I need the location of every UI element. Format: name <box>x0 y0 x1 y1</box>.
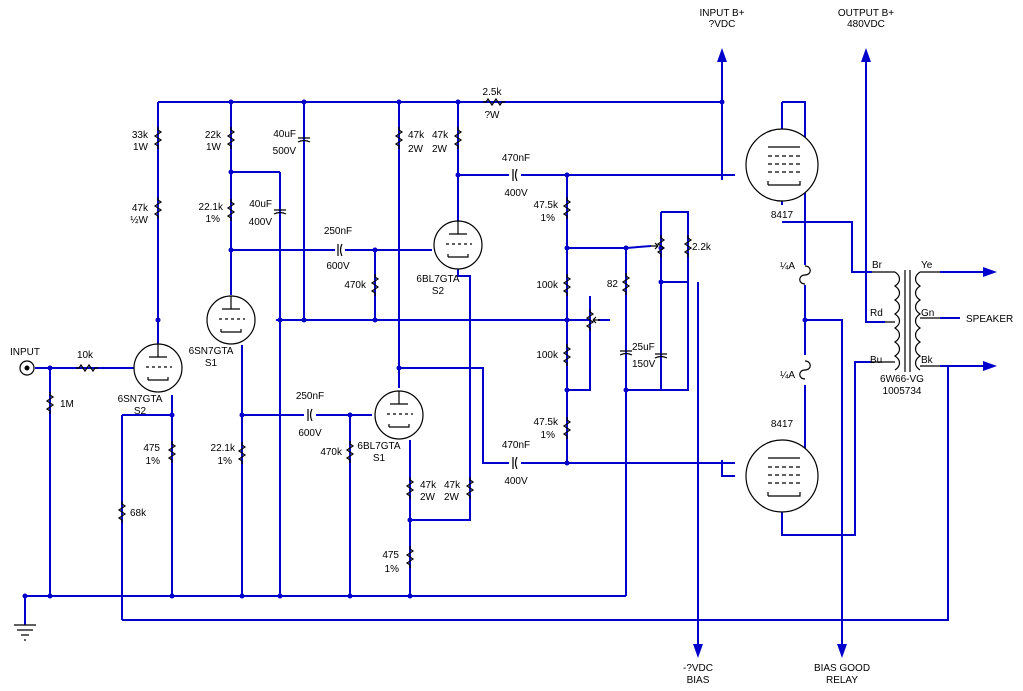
components-c-250b-value-label: 250nF <box>296 391 324 402</box>
components-r-22k-small-value-label: 2.2k <box>692 242 712 253</box>
tubes-v1-type-label: 6SN7GTA <box>118 394 163 405</box>
tubes-v2-type-label: 6SN7GTA <box>189 346 234 357</box>
components-r-grid1-value-label: 1M <box>60 399 74 410</box>
tubes-v4-section-label: S1 <box>373 453 386 464</box>
components-fuse-a-value-label: ¼A <box>780 260 795 272</box>
components-r-47k-2w-b-rating-label: 2W <box>432 144 448 155</box>
tubes-v3-section-label: S2 <box>432 286 445 297</box>
components-c-470b-rating-label: 400V <box>504 476 528 487</box>
components-r-470a-value-label: 470k <box>344 280 367 291</box>
components-c-40b-rating-label: 400V <box>249 217 273 228</box>
components-r-47k-2w-c-rating-label: 2W <box>420 492 436 503</box>
components-r-47k-2w-a-rating-label: 2W <box>408 144 424 155</box>
input-bplus-voltage: ?VDC <box>709 19 736 30</box>
components-c-25u-rating-label: 150V <box>632 359 656 370</box>
input-bplus-label: INPUT B+ <box>699 8 744 19</box>
speaker-label: SPEAKER <box>966 314 1013 325</box>
labels: INPUT B+ ?VDC OUTPUT B+ 480VDC SPEAKER I… <box>10 8 1013 686</box>
transformer-leads-ye-label: Ye <box>921 260 933 271</box>
tubes-v5-type-label: 8417 <box>771 210 794 221</box>
tubes-v1-section-label: S2 <box>134 406 147 417</box>
tubes-v4-type-label: 6BL7GTA <box>357 441 400 452</box>
components-r-475k-a-rating-label: 1% <box>541 213 556 224</box>
transformer-leads-bu-label: Bu <box>870 355 882 366</box>
components-c-250b-rating-label: 600V <box>298 428 322 439</box>
components-r-47k-2w-d-value-label: 47k <box>444 480 461 491</box>
components-r-47k-half-rating-label: ½W <box>130 215 148 226</box>
components-c-250a-value-label: 250nF <box>324 226 352 237</box>
transformer-leads-br-label: Br <box>872 260 883 271</box>
input-jack-icon <box>19 360 35 376</box>
components-fuse-b-value-label: ¼A <box>780 369 795 381</box>
relay-label: RELAY <box>826 675 858 686</box>
junctions <box>22 99 808 599</box>
transformer-leads-bk-label: Bk <box>921 355 934 366</box>
ground-icon <box>14 624 36 641</box>
components-r-68k-value-label: 68k <box>130 508 147 519</box>
components-r-47k-2w-b-value-label: 47k <box>432 130 449 141</box>
components-r-in-value-label: 10k <box>77 350 94 361</box>
components-r-221b-value-label: 22.1k <box>211 443 236 454</box>
output-bplus-voltage: 480VDC <box>847 19 885 30</box>
components-c-40a-value-label: 40uF <box>273 129 296 140</box>
components-r-47k-2w-c-value-label: 47k <box>420 480 437 491</box>
components-r-47k-2w-a-value-label: 47k <box>408 130 425 141</box>
transformer-part-label: 1005734 <box>883 386 922 397</box>
components-r-100k-a-value-label: 100k <box>536 280 559 291</box>
components-c-470b-value-label: 470nF <box>502 440 530 451</box>
transformer-leads-rd-label: Rd <box>870 308 883 319</box>
input-label: INPUT <box>10 347 40 358</box>
components-c-470a-rating-label: 400V <box>504 188 528 199</box>
tubes-v2-section-label: S1 <box>205 358 218 369</box>
bias-good-label: BIAS GOOD <box>814 663 870 674</box>
components-r-475a-rating-label: 1% <box>146 456 161 467</box>
components-r-33k-rating-label: 1W <box>133 142 149 153</box>
transformer-leads-gn-label: Gn <box>921 308 934 319</box>
components-r-22k-rating-label: 1W <box>206 142 222 153</box>
components-r-25k-value-label: 2.5k <box>483 87 503 98</box>
arrows <box>693 48 997 658</box>
components-r-82-value-label: 82 <box>607 279 619 290</box>
components-r-47k-2w-d-rating-label: 2W <box>444 492 460 503</box>
components-r-470b-value-label: 470k <box>320 447 343 458</box>
components-r-33k-value-label: 33k <box>132 130 149 141</box>
components-r-475b-value-label: 475 <box>382 550 399 561</box>
bias-voltage-label: -?VDC <box>683 663 713 674</box>
components-r-475k-b-value-label: 47.5k <box>534 417 559 428</box>
component-symbols <box>14 98 940 641</box>
components-r-25k-rating-label: ?W <box>485 110 501 121</box>
output-bplus-label: OUTPUT B+ <box>838 8 894 19</box>
components-r-475k-b-rating-label: 1% <box>541 430 556 441</box>
components-r-221a-value-label: 22.1k <box>199 202 224 213</box>
components-r-22k-value-label: 22k <box>205 130 222 141</box>
transformer-model-label: 6W66-VG <box>880 374 924 385</box>
components-r-100k-b-value-label: 100k <box>536 350 559 361</box>
components-r-221a-rating-label: 1% <box>206 214 221 225</box>
components-c-40a-rating-label: 500V <box>273 146 297 157</box>
components-c-25u-value-label: 25uF <box>632 342 655 353</box>
components-r-475a-value-label: 475 <box>143 443 160 454</box>
components-c-250a-rating-label: 600V <box>326 261 350 272</box>
components-r-221b-rating-label: 1% <box>218 456 233 467</box>
tubes-v6-type-label: 8417 <box>771 419 794 430</box>
components-r-47k-half-value-label: 47k <box>132 203 149 214</box>
v1-tube-icon <box>133 343 183 393</box>
components-c-40b-value-label: 40uF <box>249 199 272 210</box>
tubes-v3-type-label: 6BL7GTA <box>416 274 459 285</box>
components-c-470a-value-label: 470nF <box>502 153 530 164</box>
components-r-475k-a-value-label: 47.5k <box>534 200 559 211</box>
bias-label: BIAS <box>687 675 710 686</box>
components-r-475b-rating-label: 1% <box>385 564 400 575</box>
